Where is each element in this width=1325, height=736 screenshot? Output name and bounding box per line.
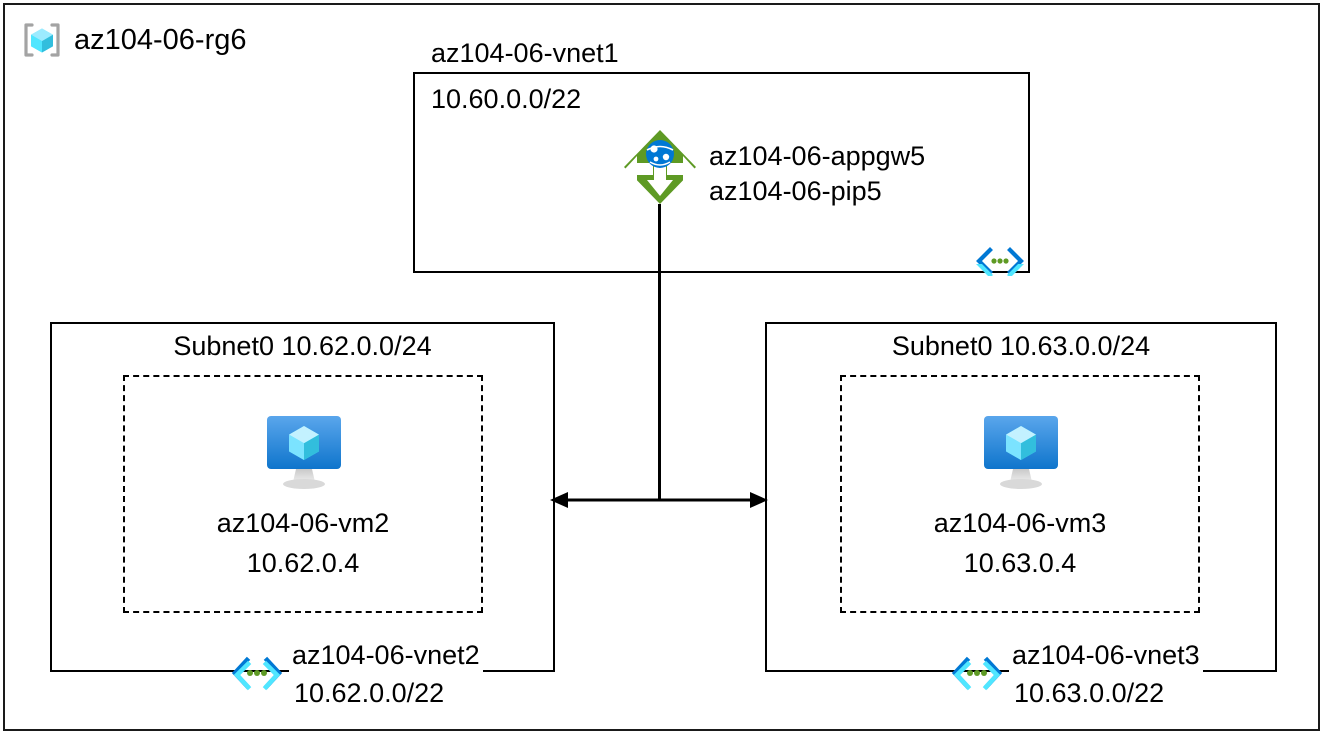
vnet2-subnet-label: Subnet0 10.62.0.0/24 <box>173 331 432 361</box>
vnet3-vm-name: az104-06-vm3 <box>933 508 1107 538</box>
resource-group-name: az104-06-rg6 <box>74 23 247 56</box>
vnet1-virtual-network-icon <box>974 246 1026 276</box>
vnet2-virtual-machine-icon[interactable] <box>258 412 350 494</box>
vnet3-footer-name: az104-06-vnet3 <box>1009 640 1203 672</box>
public-ip-name: az104-06-pip5 <box>709 176 882 206</box>
vnet3-subnet-dashed-box <box>840 375 1200 613</box>
appgw-name: az104-06-appgw5 <box>709 141 926 171</box>
vnet3-virtual-network-icon <box>948 655 1006 691</box>
resource-group-header: az104-06-rg6 <box>22 20 247 60</box>
vnet2-footer-name: az104-06-vnet2 <box>289 640 483 672</box>
vnet2-vm-ip: 10.62.0.4 <box>246 548 360 578</box>
vnet3-vm-ip: 10.63.0.4 <box>963 548 1077 578</box>
vnet1-title: az104-06-vnet1 <box>431 38 619 68</box>
vnet2-subnet-dashed-box <box>123 375 483 613</box>
vnet2-footer-cidr: 10.62.0.0/22 <box>294 678 445 708</box>
gateway-vertical-connector <box>658 204 661 500</box>
vnet1-box <box>413 72 1030 273</box>
vnet3-virtual-machine-icon[interactable] <box>975 412 1067 494</box>
vnet2-virtual-network-icon <box>228 655 286 691</box>
application-gateway-icon[interactable] <box>620 126 700 208</box>
bidirectional-peering-arrow <box>548 486 770 519</box>
vnet2-vm-name: az104-06-vm2 <box>216 508 390 538</box>
vnet1-address-space: 10.60.0.0/22 <box>431 84 582 114</box>
vnet3-subnet-label: Subnet0 10.63.0.0/24 <box>891 331 1151 361</box>
resource-group-boundary <box>3 3 1320 731</box>
vnet3-footer-cidr: 10.63.0.0/22 <box>1014 678 1165 708</box>
resource-group-cube-icon <box>22 20 62 60</box>
